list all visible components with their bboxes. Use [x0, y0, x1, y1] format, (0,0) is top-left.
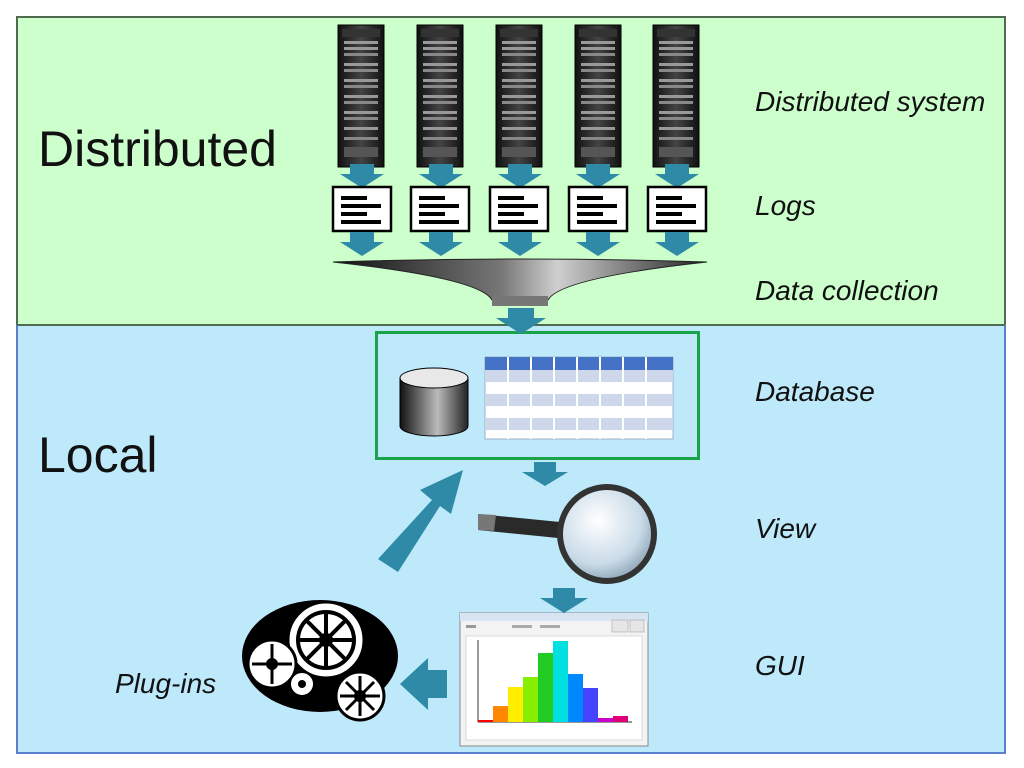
stage-label-logs: Logs: [755, 190, 816, 221]
log-file-icon: [331, 185, 708, 233]
rack-to-log-arrows: [340, 164, 699, 188]
stage-label-view: View: [755, 513, 816, 544]
funnel-icon: [332, 258, 708, 306]
gears-icon: [242, 600, 398, 722]
stage-label-database: Database: [755, 376, 875, 407]
view-to-gui-arrow: [540, 588, 588, 613]
local-label: Local: [38, 427, 158, 483]
plugins-to-database-arrow: [378, 470, 463, 572]
stage-label-distributed-system: Distributed system: [755, 86, 986, 117]
database-box: [375, 331, 700, 460]
database-to-view-arrow: [522, 462, 568, 486]
funnel-to-database-arrow: [496, 308, 546, 334]
plugins-label: Plug-ins: [115, 668, 217, 699]
stage-label-gui: GUI: [755, 650, 805, 681]
gui-to-plugins-arrow: [400, 658, 447, 710]
distributed-label: Distributed: [38, 121, 277, 177]
table-icon: [484, 356, 674, 440]
database-cylinder-icon: [399, 367, 469, 437]
server-rack-icon: [337, 24, 700, 168]
log-to-funnel-arrows: [340, 232, 699, 256]
stage-label-data-collection: Data collection: [755, 275, 939, 306]
histogram-window-icon: [459, 612, 649, 747]
magnifier-icon: [478, 484, 657, 584]
